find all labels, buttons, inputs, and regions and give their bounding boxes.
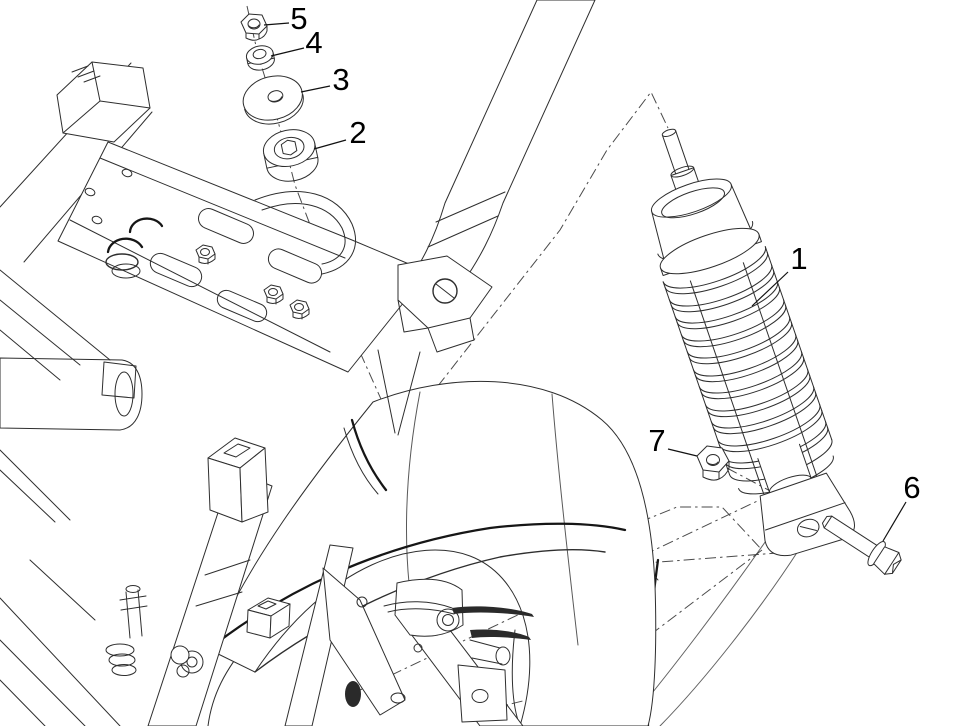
callout-4[interactable]: 4 bbox=[270, 25, 323, 60]
callout-2-number[interactable]: 2 bbox=[349, 115, 366, 150]
mount-bracket-small bbox=[246, 597, 291, 639]
callout-6-number[interactable]: 6 bbox=[903, 470, 920, 505]
frame-rail bbox=[57, 141, 429, 373]
caliper-arm bbox=[322, 567, 406, 716]
callout-7[interactable]: 7 bbox=[648, 423, 698, 458]
callout-3-number[interactable]: 3 bbox=[332, 62, 349, 97]
callout-5[interactable]: 5 bbox=[263, 1, 308, 36]
upper-mount-bracket bbox=[397, 255, 493, 329]
washer-part bbox=[242, 75, 304, 125]
fender-drawing bbox=[193, 380, 657, 726]
callout-3[interactable]: 3 bbox=[300, 62, 350, 97]
callouts: 1 2 3 4 5 6 7 bbox=[263, 1, 921, 542]
cut-line-step bbox=[639, 506, 763, 551]
bushing-part bbox=[262, 129, 319, 182]
callout-4-number[interactable]: 4 bbox=[305, 25, 322, 60]
frame-drawing bbox=[0, 61, 429, 523]
mount-bracket-left bbox=[207, 437, 269, 523]
flange-bolt-part bbox=[821, 515, 902, 575]
callout-6[interactable]: 6 bbox=[882, 470, 921, 542]
muffler bbox=[0, 357, 143, 431]
flanged-nut-part bbox=[245, 45, 275, 71]
rail-nut-3 bbox=[289, 299, 310, 320]
frame-tube-drawing bbox=[377, 0, 596, 436]
rail-nut-1 bbox=[195, 244, 216, 265]
shock-absorber-part bbox=[650, 128, 855, 557]
hex-nut-7-part bbox=[696, 445, 730, 481]
clevis-mount bbox=[759, 472, 855, 557]
hex-nut-5-part bbox=[240, 13, 268, 41]
callout-1-number[interactable]: 1 bbox=[790, 241, 807, 276]
callout-7-number[interactable]: 7 bbox=[648, 423, 665, 458]
cut-line-shallow-1 bbox=[554, 551, 791, 571]
callout-2[interactable]: 2 bbox=[313, 115, 367, 150]
rail-nut-2 bbox=[263, 284, 284, 305]
fender-lip-left bbox=[350, 418, 388, 492]
undercarriage-drawing bbox=[0, 437, 534, 726]
callout-5-number[interactable]: 5 bbox=[290, 1, 307, 36]
shock-axis-line bbox=[397, 91, 669, 438]
callout-1[interactable]: 1 bbox=[751, 241, 808, 307]
fender-outline bbox=[209, 380, 657, 726]
